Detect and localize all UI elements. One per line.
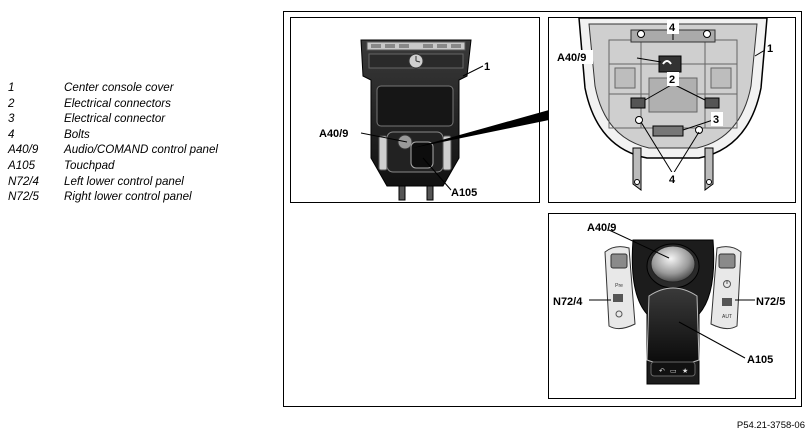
legend-text: Touchpad bbox=[64, 158, 115, 172]
legend-key: 2 bbox=[8, 96, 15, 110]
left-roller-icon bbox=[610, 253, 628, 269]
legend-key: 3 bbox=[8, 112, 15, 126]
label-audio-control-panel-rear: A40/9 bbox=[557, 52, 586, 64]
legend-key: N72/4 bbox=[8, 174, 39, 188]
console-top-switches bbox=[371, 44, 461, 48]
legend-row: N72/4 Left lower control panel bbox=[8, 175, 278, 191]
aut-button-label: AUT bbox=[722, 314, 732, 320]
figure-id: P54.21-3758-06 bbox=[736, 420, 805, 431]
legend-row: 4 Bolts bbox=[8, 128, 278, 144]
legend-key: N72/5 bbox=[8, 190, 39, 204]
bolt-icons bbox=[635, 30, 711, 134]
console-top-trim bbox=[366, 41, 466, 51]
electrical-connector-left bbox=[630, 97, 646, 109]
label-audio-control-panel: A40/9 bbox=[319, 128, 348, 140]
label-touchpad: A105 bbox=[451, 187, 477, 199]
controller-closeup-drawing: Pre AUT ↶ ▭ ★ A40/9 N72/4 N72/5 A105 bbox=[553, 222, 785, 385]
legend-row: A105 Touchpad bbox=[8, 159, 278, 175]
label-bolts-bottom: 4 bbox=[669, 174, 676, 186]
seat-icon bbox=[613, 294, 623, 302]
right-switch-strip bbox=[442, 135, 452, 171]
console-overview-drawing: 1 A40/9 A105 bbox=[319, 39, 490, 201]
touchpad-surface bbox=[646, 287, 700, 366]
legend-text: Right lower control panel bbox=[64, 190, 192, 204]
left-switch-strip bbox=[378, 135, 388, 171]
legend-key: 4 bbox=[8, 127, 15, 141]
legend-text: Electrical connectors bbox=[64, 96, 171, 110]
label-center-console-cover: 1 bbox=[484, 61, 490, 73]
label-center-console-cover-rear: 1 bbox=[767, 43, 773, 55]
legend-text: Audio/COMAND control panel bbox=[64, 143, 219, 157]
label-audio-control-panel-closeup: A40/9 bbox=[587, 222, 616, 234]
rear-view-drawing: 4 A40/9 1 2 3 4 bbox=[555, 18, 773, 191]
right-roller-icon bbox=[718, 253, 736, 269]
legend-row: 3 Electrical connector bbox=[8, 112, 278, 128]
legend-key: A40/9 bbox=[8, 143, 39, 157]
legend-key: 1 bbox=[8, 81, 15, 94]
label-electrical-connector: 3 bbox=[713, 114, 719, 126]
console-overview-panel: 1 A40/9 A105 bbox=[290, 17, 540, 203]
label-left-lower-control-panel: N72/4 bbox=[553, 296, 583, 308]
legend-row: A40/9 Audio/COMAND control panel bbox=[8, 143, 278, 159]
menu-icon: ▭ bbox=[670, 367, 677, 375]
label-right-lower-control-panel: N72/5 bbox=[756, 296, 785, 308]
electrical-connector-3 bbox=[652, 125, 684, 137]
pre-button-label: Pre bbox=[615, 283, 623, 289]
controller-closeup-panel: Pre AUT ↶ ▭ ★ A40/9 N72/4 N72/5 A105 bbox=[548, 213, 796, 399]
electrical-connector-right bbox=[704, 97, 720, 109]
legend-row: 2 Electrical connectors bbox=[8, 97, 278, 113]
legend-row: N72/5 Right lower control panel bbox=[8, 190, 278, 206]
right-bracket bbox=[704, 147, 714, 191]
storage-compartment bbox=[376, 85, 454, 127]
left-bracket bbox=[632, 147, 642, 191]
seat-heat-icon bbox=[722, 298, 732, 306]
legend-text: Electrical connector bbox=[64, 112, 166, 126]
label-bolts-top: 4 bbox=[669, 22, 676, 34]
rear-view-panel: 4 A40/9 1 2 3 4 bbox=[548, 17, 796, 203]
legend-text: Left lower control panel bbox=[64, 174, 184, 188]
rotary-knob bbox=[650, 245, 696, 283]
touchpad-shape bbox=[410, 141, 434, 169]
legend-row: 1 Center console cover bbox=[8, 81, 278, 97]
favorite-icon: ★ bbox=[682, 367, 688, 375]
legend-text: Center console cover bbox=[64, 81, 174, 94]
back-icon: ↶ bbox=[659, 367, 665, 375]
label-electrical-connectors: 2 bbox=[669, 74, 675, 86]
legend-text: Bolts bbox=[64, 127, 90, 141]
legend: 1 Center console cover 2 Electrical conn… bbox=[8, 81, 278, 206]
legend-key: A105 bbox=[8, 158, 36, 172]
camera-icon bbox=[615, 310, 623, 318]
diagram-frame bbox=[283, 11, 802, 407]
label-touchpad-closeup: A105 bbox=[747, 354, 773, 366]
